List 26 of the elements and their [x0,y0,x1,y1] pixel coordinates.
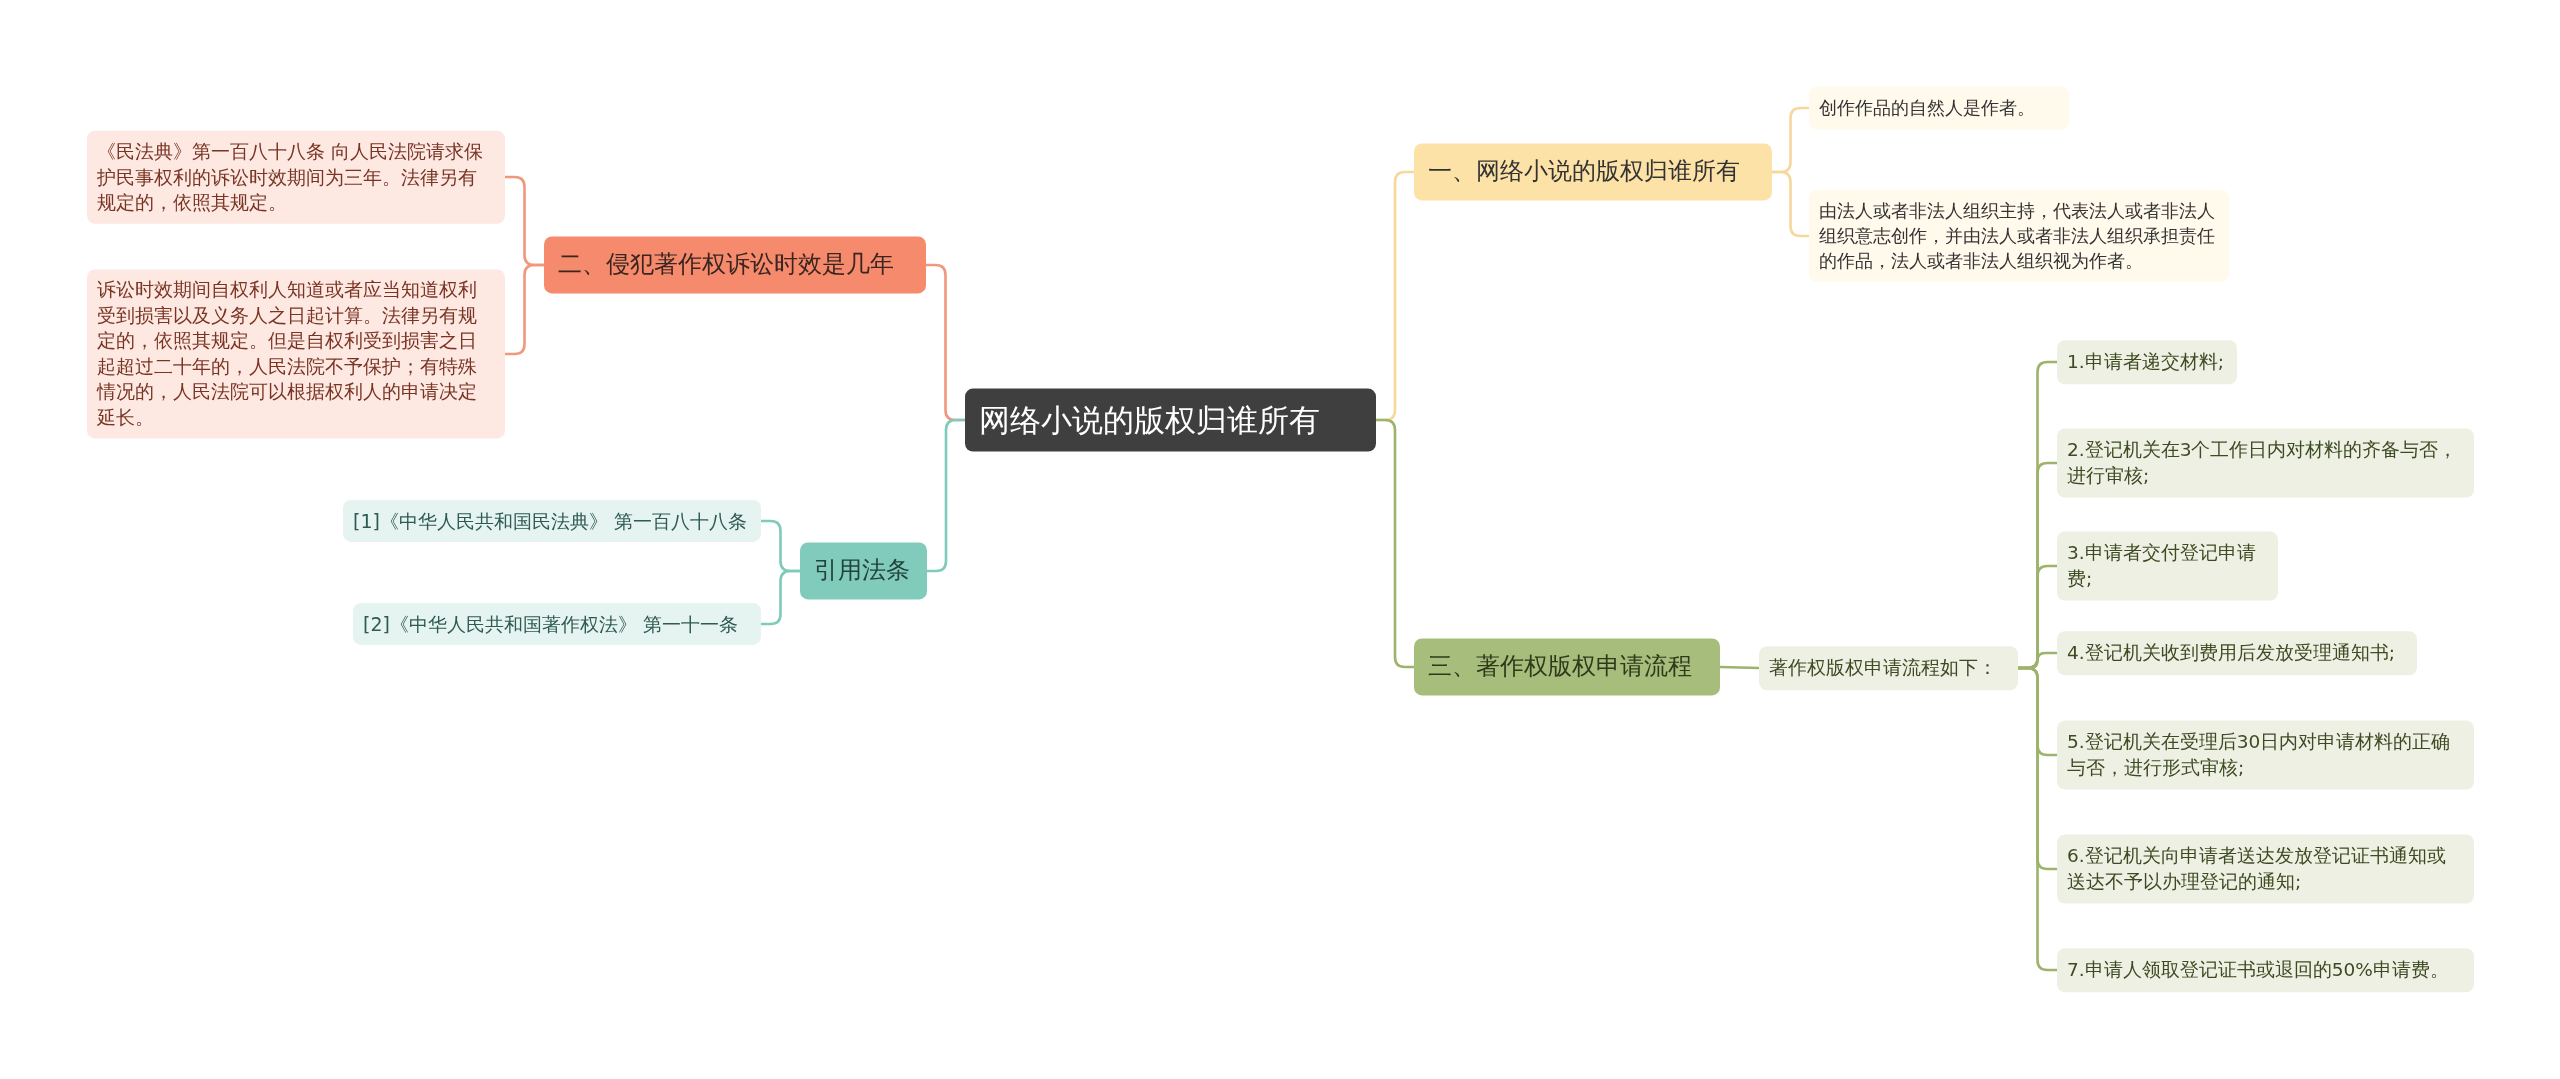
subtopic: 著作权版权申请流程如下： [1759,646,2018,690]
leaf-note: 诉讼时效期间自权利人知道或者应当知道权利受到损害以及义务人之日起计算。法律另有规定的，依照其规定。但是自权利受到损害之日起超过二十年的，人民法院不予保护；有特殊情况的，人民法院可以根据权利人的申请决定延长。 [87,269,505,439]
connector-line [1376,418,1414,669]
leaf-note: 由法人或者非法人组织主持，代表法人或者非法人组织意志创作，并由法人或者非法人组织承担责任的作品，法人或者非法人组织视为作者。 [1809,189,2229,283]
branch-topic: 引用法条 [800,542,927,600]
reference-note: [1]《中华人民共和国民法典》 第一百八十八条 [343,499,761,543]
step-note: 6.登记机关向申请者送达发放登记证书通知或送达不予以办理登记的通知; [2057,834,2474,904]
connector-line [927,418,965,573]
connector-line [1719,665,1760,670]
branch-topic: 一、网络小说的版权归谁所有 [1414,143,1772,201]
connector-line [2018,666,2057,972]
leaf-note: 《民法典》第一百八十八条 向人民法院请求保护民事权利的诉讼时效期间为三年。法律另有规定的，依照其规定。 [87,130,505,224]
step-note: 7.申请人领取登记证书或退回的50%申请费。 [2057,948,2474,992]
connector-line [505,263,544,356]
leaf-note: 创作作品的自然人是作者。 [1809,86,2069,130]
step-note: 5.登记机关在受理后30日内对申请材料的正确与否，进行形式审核; [2057,720,2474,790]
step-note: 4.登记机关收到费用后发放受理通知书; [2057,631,2417,675]
connector-line [1772,170,1809,238]
branch-topic: 三、著作权版权申请流程 [1414,638,1720,696]
central-topic: 网络小说的版权归谁所有 [965,388,1376,452]
reference-note: [2]《中华人民共和国著作权法》 第一十一条 [353,602,761,646]
connector-line [761,569,800,626]
step-note: 2.登记机关在3个工作日内对材料的齐备与否，进行审核; [2057,428,2474,498]
branch-topic: 二、侵犯著作权诉讼时效是几年 [544,236,926,294]
step-note: 1.申请者递交材料; [2057,340,2237,384]
step-note: 3.申请者交付登记申请费; [2057,531,2278,601]
